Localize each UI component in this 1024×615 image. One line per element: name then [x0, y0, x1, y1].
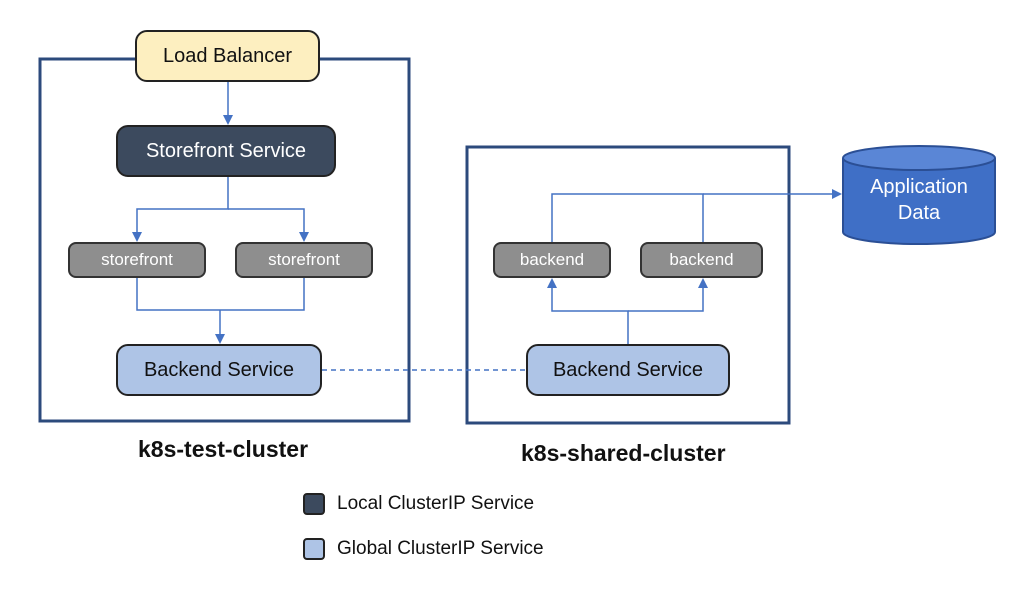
storefront-service-node: Storefront Service [116, 125, 336, 177]
legend-label-local: Local ClusterIP Service [337, 493, 535, 514]
storefront-to-pods-connector [132, 177, 229, 242]
storefront-pod-2-label: storefront [268, 250, 340, 269]
shared-cluster-label: k8s-shared-cluster [521, 440, 726, 466]
legend-label-global: Global ClusterIP Service [337, 538, 544, 559]
storefront-pod-1: storefront [68, 242, 206, 278]
storefront-service-label: Storefront Service [145, 139, 307, 162]
application-data-line-2: Data [897, 202, 941, 224]
backend-service-test-label: Backend Service [143, 358, 295, 381]
application-data-line-1: Application [870, 176, 968, 198]
backend-to-data-connector [551, 193, 704, 242]
legend-swatch-global [303, 538, 325, 560]
shared-service-to-pod2-connector [628, 278, 708, 312]
backend-service-shared-node: Backend Service [526, 344, 730, 396]
backend-service-shared-label: Backend Service [552, 358, 704, 381]
backend-service-test-node: Backend Service [116, 344, 322, 396]
backend-pod-1-label: backend [519, 250, 585, 269]
application-data-label: Application Data [845, 174, 993, 226]
load-balancer-label: Load Balancer [163, 44, 292, 67]
shared-cluster-frame [465, 145, 791, 425]
legend-item-global: Global ClusterIP Service [303, 538, 544, 560]
storefront-to-pod2-connector [228, 208, 309, 242]
legend-item-local: Local ClusterIP Service [303, 493, 534, 515]
storefront-pod-1-label: storefront [101, 250, 173, 269]
load-balancer-node: Load Balancer [135, 30, 320, 82]
test-cluster-label: k8s-test-cluster [138, 436, 309, 462]
legend-swatch-local [303, 493, 325, 515]
backend-pod-2-label: backend [669, 250, 734, 269]
backend-pod-2: backend [640, 242, 763, 278]
shared-service-to-pods-connector [547, 278, 629, 344]
application-data-database-icon [842, 145, 996, 245]
backend-pod-1: backend [493, 242, 611, 278]
pods-to-backend-connector [136, 278, 305, 311]
storefront-pod-2: storefront [235, 242, 373, 278]
